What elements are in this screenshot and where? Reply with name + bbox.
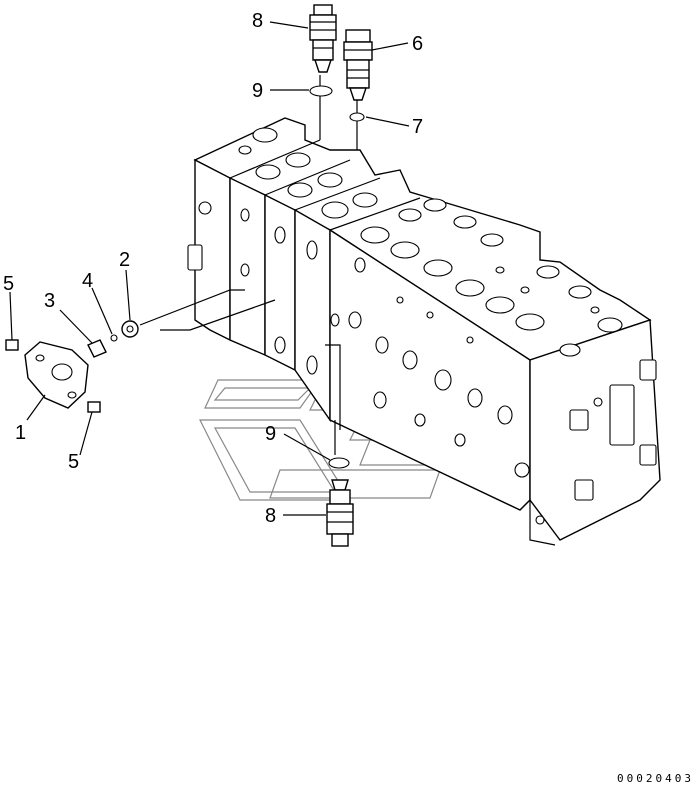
part-3-plug — [87, 339, 107, 358]
part-9-o-ring-top — [309, 85, 333, 97]
control-valve-block — [187, 117, 661, 546]
callout-7: 7 — [412, 116, 423, 138]
callout-9-bottom: 9 — [265, 423, 276, 445]
part-4-o-ring — [110, 334, 118, 342]
callout-1: 1 — [15, 422, 26, 444]
part-5-bolt-a — [5, 339, 19, 351]
part-8-relief-valve-bottom — [326, 479, 354, 547]
part-5-bolt-b — [87, 401, 101, 413]
callout-6: 6 — [412, 33, 423, 55]
callout-2: 2 — [119, 249, 130, 271]
part-8-relief-valve-top — [309, 4, 337, 73]
callout-4: 4 — [82, 270, 93, 292]
callout-3: 3 — [44, 290, 55, 312]
callout-9-top: 9 — [252, 80, 263, 102]
part-9-o-ring-bottom — [328, 457, 350, 469]
callout-8-bottom: 8 — [265, 505, 276, 527]
part-7-o-ring — [349, 112, 365, 122]
part-2-fitting — [121, 320, 139, 338]
callout-8-top: 8 — [252, 10, 263, 32]
callout-5-top: 5 — [3, 273, 14, 295]
part-1-cover — [24, 341, 89, 409]
part-6-valve — [343, 29, 373, 101]
callout-5-bottom: 5 — [68, 451, 79, 473]
assembly-lines — [139, 75, 358, 455]
callout-leaders — [9, 21, 410, 516]
drawing-code: 00020403 — [617, 772, 694, 785]
